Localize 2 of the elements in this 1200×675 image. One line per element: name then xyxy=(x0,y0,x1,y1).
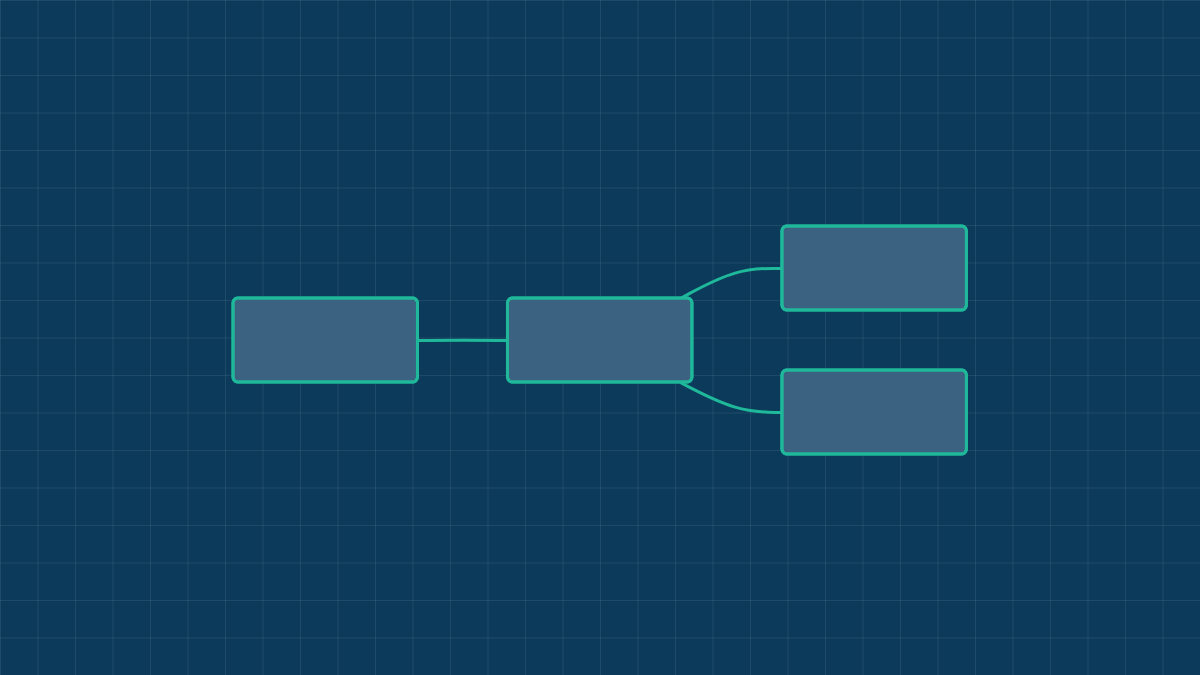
connector xyxy=(679,266,783,300)
connector xyxy=(679,381,783,414)
